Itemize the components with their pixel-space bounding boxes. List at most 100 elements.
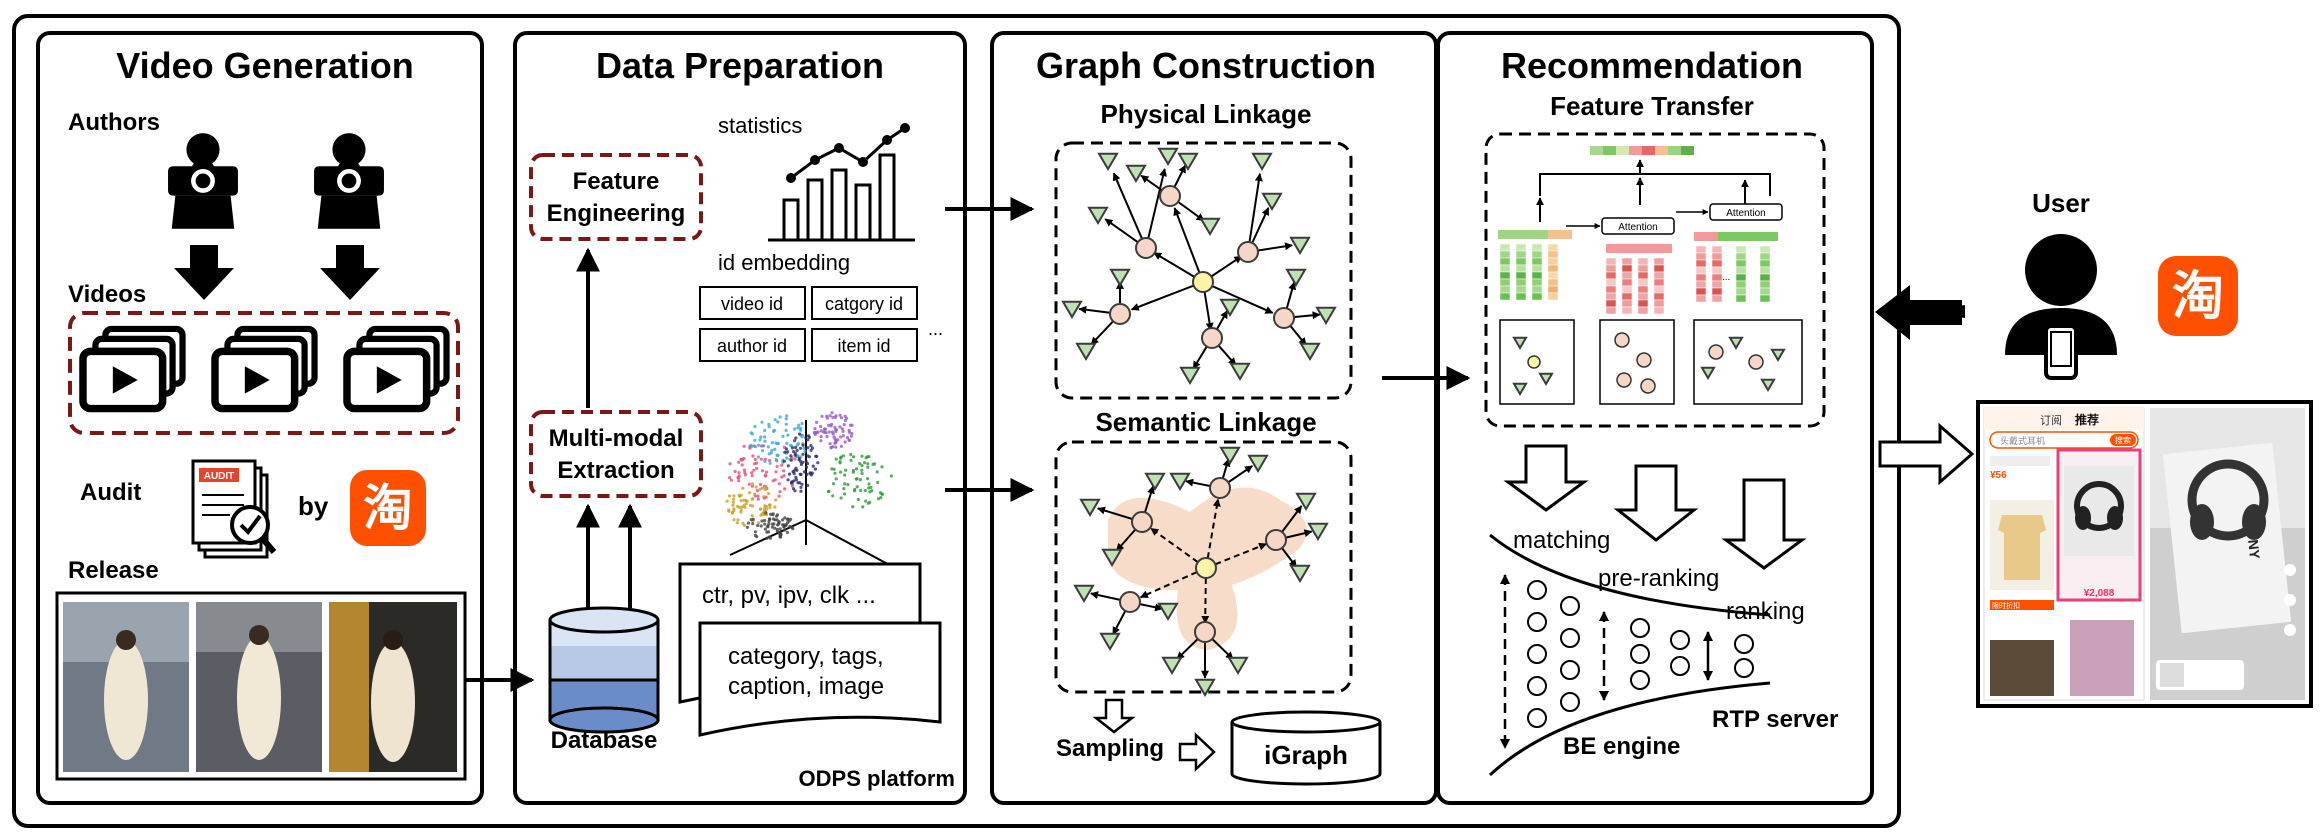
- scatter-point: [801, 433, 805, 437]
- feature-cell: [1621, 278, 1633, 287]
- scatter-point: [830, 411, 834, 415]
- author-icon: [168, 133, 238, 229]
- scatter-point: [783, 487, 787, 491]
- video-icon: [215, 329, 315, 409]
- scatter-point: [760, 449, 765, 453]
- scatter-point: [795, 448, 799, 452]
- scatter-point: [763, 459, 767, 463]
- product-thumbnail[interactable]: [1990, 640, 2054, 696]
- rtp-server-label: RTP server: [1712, 706, 1838, 733]
- scatter-point: [876, 480, 880, 485]
- scatter-point: [779, 532, 783, 536]
- scatter-point: [880, 492, 885, 496]
- scatter-point: [856, 497, 860, 502]
- scatter-point: [813, 432, 817, 436]
- scatter-point: [786, 464, 790, 468]
- scatter-point: [789, 458, 793, 462]
- scatter-point: [753, 445, 758, 449]
- scatter-point: [798, 446, 803, 450]
- scatter-point: [854, 467, 859, 471]
- scatter-point: [768, 461, 772, 465]
- tab-recommend[interactable]: 推荐: [2075, 412, 2099, 427]
- scatter-point: [834, 477, 838, 481]
- embedding-cell: [1655, 146, 1668, 155]
- scatter-point: [834, 441, 838, 445]
- scatter-point: [784, 447, 788, 451]
- scatter-point: [741, 521, 745, 526]
- scatter-point: [789, 454, 793, 458]
- scatter-point: [759, 524, 763, 528]
- scatter-point: [773, 505, 777, 509]
- scatter-point: [825, 414, 829, 418]
- graph-leaf-node: [1247, 454, 1269, 473]
- scatter-point: [809, 444, 813, 448]
- scatter-point: [787, 472, 792, 476]
- panel-border: [1436, 31, 1874, 805]
- feature-cell: [1711, 245, 1723, 254]
- graph-leaf-node: [1194, 678, 1216, 697]
- scatter-point: [849, 458, 853, 462]
- scatter-point: [763, 518, 767, 523]
- graph-node: [1265, 529, 1287, 551]
- scatter-point: [747, 482, 751, 486]
- audit-badge-text: AUDIT: [204, 471, 235, 482]
- user-icon: [2005, 234, 2117, 380]
- scatter-point: [806, 438, 810, 442]
- graph-leaf-node: [1079, 498, 1101, 517]
- scatter-point: [810, 471, 814, 475]
- scatter-point: [861, 505, 865, 509]
- feature-cell: [1515, 250, 1527, 259]
- scatter-point: [843, 440, 847, 444]
- scatter-point: [852, 489, 857, 493]
- scatter-point: [859, 488, 863, 493]
- panel-graph-construction: Graph Construction Physical Linkage Sema…: [990, 31, 1438, 805]
- scatter-point: [742, 444, 746, 448]
- feature-cell: [1547, 264, 1559, 273]
- candidate-item: [1734, 658, 1754, 678]
- semantic-graph: [1073, 446, 1329, 697]
- scatter-point: [806, 483, 810, 488]
- scatter-point: [838, 425, 842, 429]
- scatter-point: [763, 435, 767, 439]
- graph-node: [1194, 621, 1216, 643]
- feature-cell: [1695, 266, 1707, 275]
- scatter-point: [763, 487, 767, 492]
- feature-cell: [1759, 259, 1771, 268]
- product-thumbnail[interactable]: [2070, 620, 2134, 696]
- audit-label: Audit: [80, 479, 141, 506]
- feature-cell: [1621, 306, 1633, 315]
- igraph-label: iGraph: [1264, 740, 1348, 770]
- down-hollow-arrow-icon: [1503, 444, 1589, 512]
- scatter-point: [731, 500, 736, 504]
- funnel-bottom-curve: [1488, 681, 1771, 777]
- feature-cell: [1637, 271, 1649, 280]
- right-hollow-arrow-icon: [1878, 422, 1975, 486]
- scatter-point: [828, 442, 832, 446]
- scatter-point: [737, 505, 741, 509]
- scatter-point: [864, 456, 868, 460]
- tab-follow[interactable]: 订阅: [2040, 414, 2062, 427]
- scatter-point: [765, 536, 769, 541]
- feature-cell: [1621, 257, 1633, 266]
- feature-cell: [1605, 264, 1617, 273]
- scatter-point: [819, 435, 823, 439]
- search-input[interactable]: [1989, 431, 2139, 449]
- feature-row: [1498, 230, 1572, 239]
- graph-edge: [1247, 173, 1263, 253]
- feature-cell: [1605, 278, 1617, 287]
- scatter-point: [839, 435, 843, 439]
- graph-edge: [1201, 567, 1210, 624]
- feature-cell: [1711, 273, 1723, 282]
- id-box: [811, 286, 918, 320]
- multimodal-line2: Extraction: [557, 457, 674, 484]
- scatter-point: [739, 457, 743, 461]
- scatter-point: [784, 417, 788, 421]
- scatter-point: [749, 431, 753, 435]
- graph-leaf-node: [1109, 268, 1131, 287]
- scatter-point: [799, 428, 803, 432]
- scatter-point: [763, 522, 767, 526]
- scatter-point: [780, 475, 784, 479]
- search-button[interactable]: [2110, 434, 2136, 446]
- graph-leaf-node: [1061, 300, 1083, 319]
- physical-graph: [1061, 147, 1337, 385]
